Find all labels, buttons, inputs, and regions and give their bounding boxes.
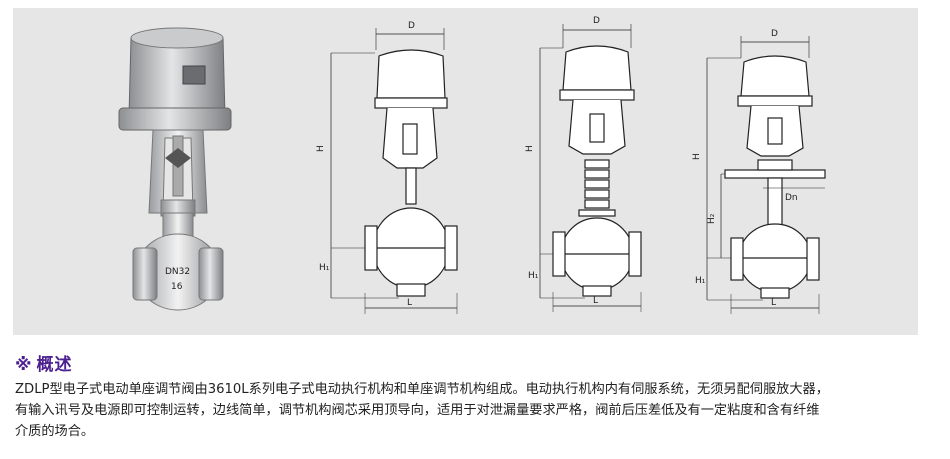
d3-label-h2: H₂ (707, 213, 717, 224)
d3-label-h: H (692, 153, 702, 160)
d3-label-d: D (771, 29, 778, 39)
d2-label-h: H (525, 145, 535, 152)
overview-line-3: 介质的场合。 (15, 424, 95, 439)
d1-label-d: D (408, 21, 415, 31)
body-sub-marking: 16 (171, 282, 183, 292)
d2-label-h1: H₁ (528, 271, 539, 281)
product-figure-panel: DN32 16 D H H₁ L (13, 8, 918, 335)
d1-label-h: H (316, 145, 326, 152)
valve-figure: DN32 16 D H H₁ L (118, 16, 826, 314)
drawing-standard (330, 28, 458, 314)
valve-photo: DN32 16 (118, 27, 232, 311)
overview-line-1: ZDLP型电子式电动单座调节阀由3610L系列电子式电动执行机构和单座调节机构组… (15, 382, 829, 397)
d1-label-h1: H₁ (319, 263, 330, 273)
reference-mark-icon: ※ (15, 355, 33, 375)
drawing-bellows (539, 24, 642, 312)
d3-label-dn: Dn (785, 193, 798, 203)
d2-label-l: L (593, 296, 598, 306)
section-title: 概述 (36, 355, 73, 375)
section-heading: ※概述 (15, 350, 73, 375)
overview-paragraph: ZDLP型电子式电动单座调节阀由3610L系列电子式电动执行机构和单座调节机构组… (15, 379, 940, 442)
d3-label-h1: H₁ (695, 276, 706, 286)
drawing-extended-bonnet (706, 36, 826, 314)
d3-label-l: L (771, 298, 776, 308)
d2-label-d: D (593, 16, 600, 26)
d1-label-l: L (407, 298, 412, 308)
body-marking: DN32 (165, 267, 190, 277)
overview-line-2: 有输入讯号及电源即可控制运转，边线简单，调节机构阀芯采用顶导向，适用于对泄漏量要… (15, 403, 820, 418)
